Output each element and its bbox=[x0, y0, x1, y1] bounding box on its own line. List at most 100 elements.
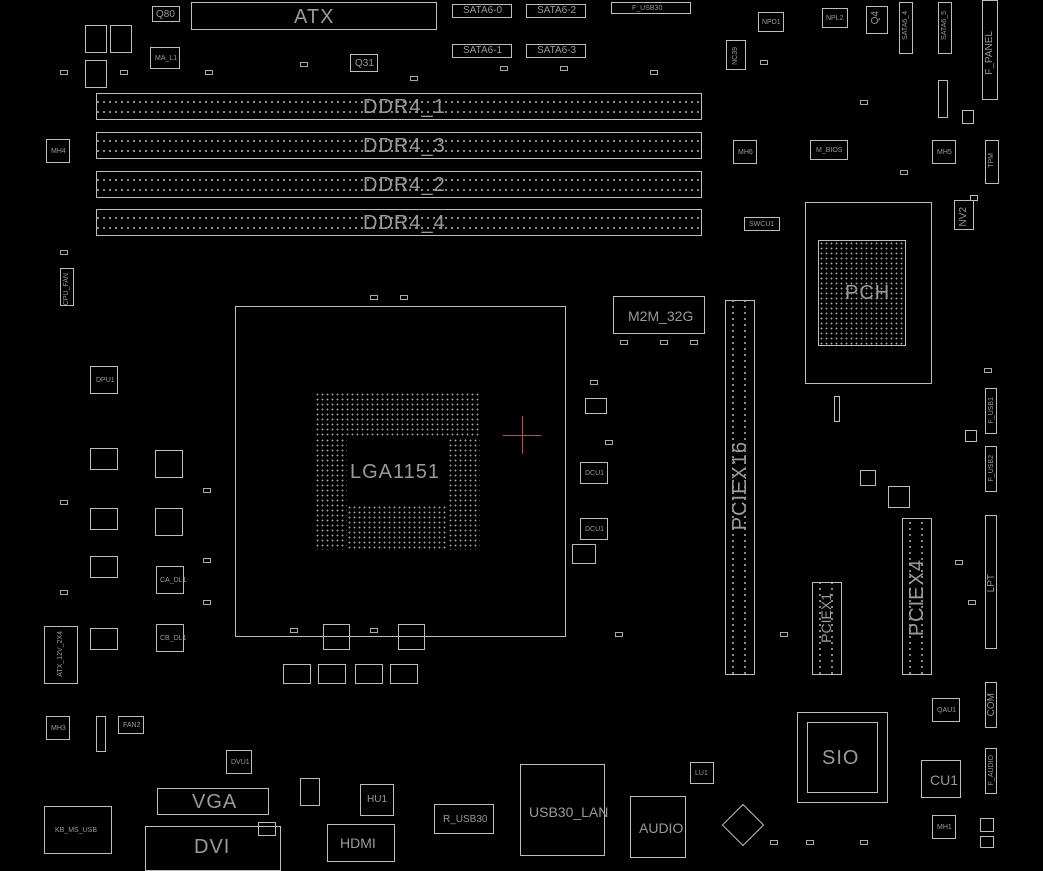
dvu1-component: DVU1 bbox=[226, 750, 252, 774]
smd-pad bbox=[660, 340, 668, 345]
ddr4-4-slot: DDR4_4 bbox=[96, 209, 702, 236]
lu1-component: LU1 bbox=[690, 762, 714, 784]
component-block bbox=[155, 450, 183, 478]
dpu1-component: DPU1 bbox=[90, 366, 118, 394]
smd-pad bbox=[370, 628, 378, 633]
component-block bbox=[90, 556, 118, 578]
component-block bbox=[318, 664, 346, 684]
smd-pad bbox=[60, 590, 68, 595]
cpu-pin-grid-bottom bbox=[347, 505, 448, 550]
smd-pad bbox=[120, 70, 128, 75]
smd-pad bbox=[605, 440, 613, 445]
smd-pad bbox=[760, 60, 768, 65]
fan2-header: FAN2 bbox=[118, 716, 144, 734]
qau1-component: QAU1 bbox=[932, 698, 960, 722]
npl2-component: NPL2 bbox=[822, 8, 848, 28]
hdmi-port: HDMI bbox=[327, 824, 395, 862]
smd-pad bbox=[984, 368, 992, 373]
mh1-mounting-hole: MH1 bbox=[932, 815, 956, 839]
pciex16-slot: PCIEX16 bbox=[725, 300, 755, 675]
component-block bbox=[90, 448, 118, 470]
mh5-mounting-hole: MH5 bbox=[932, 140, 956, 164]
smd-pad bbox=[650, 70, 658, 75]
pch-chip: PCH bbox=[818, 240, 906, 346]
smd-pad bbox=[590, 380, 598, 385]
atx-power-connector: ATX bbox=[191, 2, 437, 30]
cpu-pin-grid-left bbox=[315, 438, 347, 550]
component-block bbox=[970, 195, 978, 201]
hu1-component: HU1 bbox=[360, 784, 394, 816]
smd-pad bbox=[560, 66, 568, 71]
cpu-socket-label: LGA1151 bbox=[350, 461, 441, 483]
cu1-component: CU1 bbox=[921, 760, 961, 798]
sata-0-connector: SATA6-0 bbox=[452, 4, 512, 18]
smd-pad bbox=[500, 66, 508, 71]
component-block bbox=[300, 778, 320, 806]
ddr4-2-slot: DDR4_2 bbox=[96, 171, 702, 198]
cpu-retention-tab-left bbox=[323, 624, 350, 650]
component-block bbox=[721, 803, 765, 847]
smd-pad bbox=[60, 70, 68, 75]
smd-pad bbox=[205, 70, 213, 75]
component-block bbox=[85, 25, 107, 53]
cpu-socket bbox=[235, 306, 566, 637]
smd-pad bbox=[620, 340, 628, 345]
component-block bbox=[980, 818, 994, 832]
component-block bbox=[90, 628, 118, 650]
vga-port: VGA bbox=[157, 788, 269, 815]
mh4-mounting-hole: MH4 bbox=[46, 139, 70, 163]
q31-component: Q31 bbox=[350, 54, 378, 72]
smd-pad bbox=[770, 840, 778, 845]
f-panel-connector: F_PANEL bbox=[982, 0, 998, 100]
lpt-header: LPT bbox=[985, 515, 997, 649]
com-header: COM bbox=[985, 682, 997, 728]
smd-pad bbox=[615, 632, 623, 637]
smd-pad bbox=[900, 170, 908, 175]
smd-pad bbox=[203, 600, 211, 605]
r-usb30-header: R_USB30 bbox=[434, 804, 494, 834]
m2-slot: M2M_32G bbox=[613, 296, 705, 334]
component-block bbox=[860, 470, 876, 486]
pciex4-slot: PCIEX4 bbox=[902, 518, 932, 675]
smd-pad bbox=[410, 76, 418, 81]
nc39-component: NC39 bbox=[726, 40, 746, 70]
kb-ms-usb-port: KB_MS_USB bbox=[44, 806, 112, 854]
component-block bbox=[355, 664, 383, 684]
dcu1-component-a: DCU1 bbox=[580, 462, 608, 484]
component-block bbox=[938, 80, 948, 118]
center-cross-v bbox=[522, 416, 523, 454]
component-block bbox=[258, 822, 276, 836]
component-block bbox=[390, 664, 418, 684]
component-block bbox=[155, 508, 183, 536]
f-usb30-connector: F_USB30 bbox=[611, 2, 691, 14]
component-block bbox=[585, 398, 607, 414]
swcu1-component: SWCU1 bbox=[744, 217, 780, 231]
ddr4-3-slot: DDR4_3 bbox=[96, 132, 702, 159]
component-block bbox=[834, 396, 840, 422]
pciex1-slot: PCIEX1 bbox=[812, 582, 842, 675]
f-usb1-header: F_USB1 bbox=[985, 388, 997, 434]
smd-pad bbox=[860, 100, 868, 105]
component-block bbox=[85, 60, 107, 88]
sata-4-connector: SATA6_4 bbox=[899, 2, 913, 54]
nv2-component: NV2 bbox=[954, 200, 974, 230]
component-block bbox=[572, 544, 596, 564]
cpu-pin-grid-top bbox=[315, 392, 480, 438]
smd-pad bbox=[290, 628, 298, 633]
sata-2-connector: SATA6-2 bbox=[526, 4, 586, 18]
atx-12v-connector: ATX_12V_2X4 bbox=[44, 626, 78, 684]
smd-pad bbox=[860, 840, 868, 845]
smd-pad bbox=[690, 340, 698, 345]
mh6-mounting-hole: MH6 bbox=[733, 140, 757, 164]
mh3-mounting-hole: MH3 bbox=[46, 716, 70, 740]
cpu-retention-tab-right bbox=[398, 624, 425, 650]
usb30-lan-port: USB30_LAN bbox=[520, 764, 608, 856]
smd-pad bbox=[203, 488, 211, 493]
smd-pad bbox=[806, 840, 814, 845]
component-block bbox=[888, 486, 910, 508]
component-block bbox=[965, 430, 977, 442]
smd-pad bbox=[60, 250, 68, 255]
m-bios-chip: M_BIOS bbox=[810, 140, 848, 160]
sata-1-connector: SATA6-1 bbox=[452, 44, 512, 58]
